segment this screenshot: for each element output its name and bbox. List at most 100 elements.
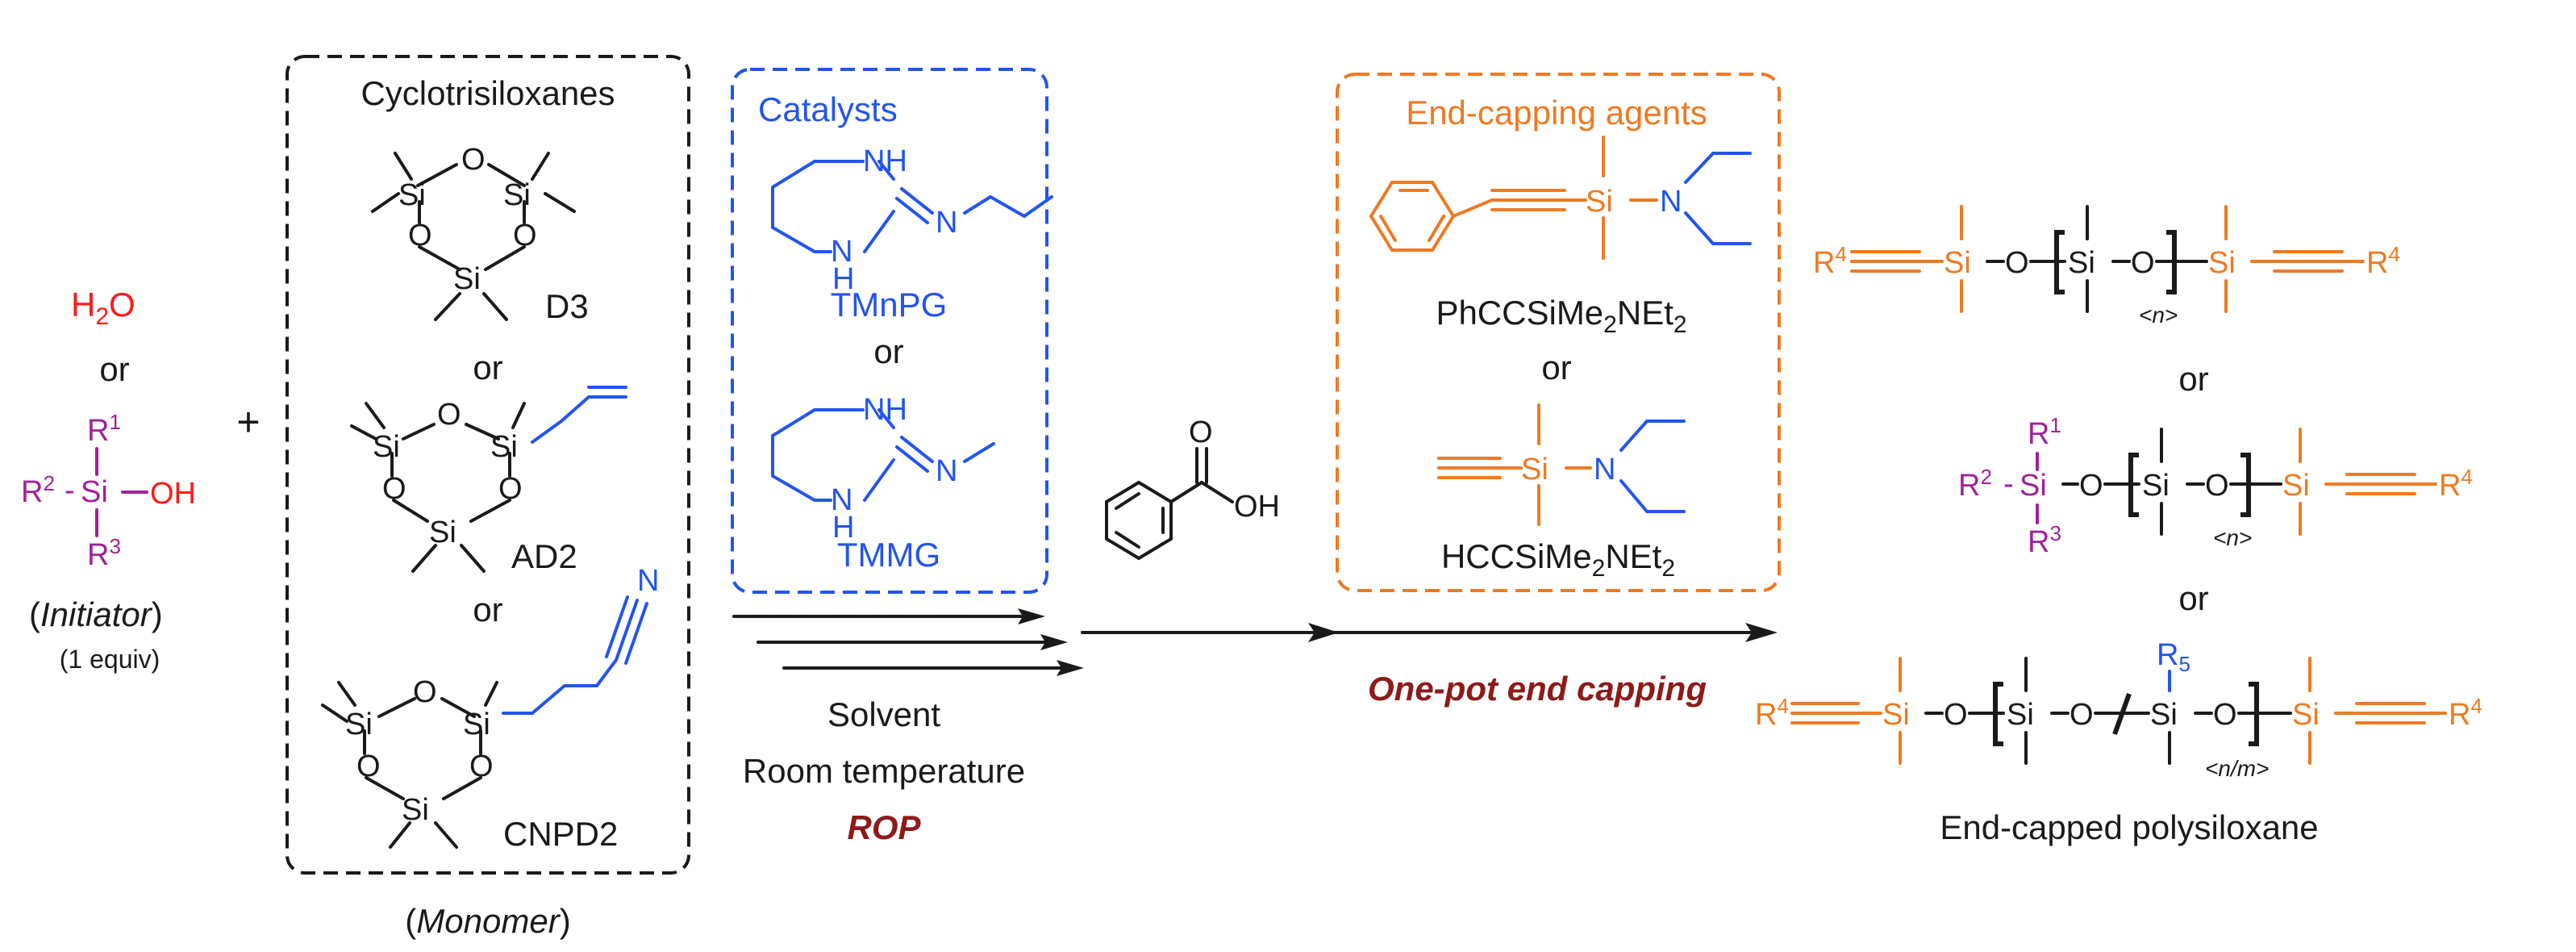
ad2-structure: Si O Si O O Si AD2 <box>350 386 627 575</box>
cnpd2-o-3: O <box>469 749 494 783</box>
ad2-si-1: Si <box>373 430 400 464</box>
catalyst-2-label: TMMG <box>837 536 940 574</box>
tmmg-n: N <box>936 454 957 488</box>
p2-si-mid: Si <box>2142 469 2170 503</box>
r3-label: R3 <box>87 534 121 572</box>
r1-label: R1 <box>87 410 121 448</box>
one-pot-label: One-pot end capping <box>1368 670 1707 708</box>
product-1-structure: R4 Si O Si O <n> Si R4 <box>1813 205 2400 328</box>
agent-2-n: N <box>1594 453 1615 486</box>
cnpd2-si-1: Si <box>345 708 373 741</box>
p3-o-1: O <box>1944 698 1968 732</box>
endcap-or: or <box>1541 349 1571 386</box>
p2-r4: R4 <box>2439 465 2473 503</box>
p1-si-mid: Si <box>2068 246 2095 280</box>
monomer-box <box>286 55 690 875</box>
agent-1-si: Si <box>1586 185 1613 219</box>
acid-oh: OH <box>1234 490 1280 524</box>
d3-si-1: Si <box>398 178 426 212</box>
p3-r4-left: R4 <box>1755 694 1789 732</box>
endcap-box <box>1336 73 1781 592</box>
ad2-o-2: O <box>382 472 406 506</box>
p3-r5: R5 <box>2157 638 2190 676</box>
p1-o-1: O <box>2005 246 2029 280</box>
acid-o: O <box>1189 415 1213 449</box>
p2-si-left: Si <box>2020 469 2047 503</box>
cnpd2-o-2: O <box>356 749 381 783</box>
d3-o-1: O <box>461 143 486 177</box>
r2-label: R2 <box>21 471 55 509</box>
ad2-si-2: Si <box>490 430 518 464</box>
agent-1-n: N <box>1660 185 1682 219</box>
endcap-box-title: End-capping agents <box>1406 94 1707 132</box>
dash-label: - <box>65 474 75 507</box>
p2-o-2: O <box>2205 469 2229 503</box>
si-atom: Si <box>81 475 108 509</box>
cnpd2-si-2: Si <box>463 708 490 741</box>
p1-o-2: O <box>2131 246 2155 280</box>
initiator-label: (Initiator) <box>29 595 163 633</box>
tmnpg-n: N <box>936 206 957 240</box>
catalyst-1-label: TMnPG <box>831 286 948 324</box>
or-label: or <box>99 350 129 388</box>
p2-r1: R1 <box>2028 413 2061 451</box>
endcap-agent-2-structure: Si N <box>1437 403 1686 526</box>
tmnpg-n-ring: N <box>831 235 852 269</box>
p3-si-left: Si <box>1882 698 1910 732</box>
p3-nm: <n/m> <box>2205 756 2269 781</box>
d3-structure: Si O Si O O Si D3 <box>371 143 589 325</box>
monomer-or-1: or <box>473 349 502 386</box>
tmmg-n-ring: N <box>831 483 852 517</box>
p1-r4-right: R4 <box>2366 242 2400 280</box>
endcap-agent-1-label: PhCCSiMe2NEt2 <box>1436 294 1686 338</box>
initiator-group: H2O or R1 R2 - Si OH R3 (Initiator) (1 e… <box>21 286 196 674</box>
p3-o-2: O <box>2070 698 2094 732</box>
p1-si-left: Si <box>1944 246 1971 280</box>
rop-label: ROP <box>847 808 921 846</box>
p3-si-mid-2: Si <box>2150 698 2178 732</box>
p1-r4-left: R4 <box>1813 242 1847 280</box>
tmmg-structure: NH N N H TMMG <box>771 393 995 574</box>
product-or-2: or <box>2178 579 2208 617</box>
endcap-agent-2-label: HCCSiMe2NEt2 <box>1441 537 1675 582</box>
cnpd2-o-1: O <box>413 675 437 709</box>
product-label: End-capped polysiloxane <box>1940 808 2318 846</box>
cnpd2-structure: N Si O Si O O Si CNPD2 <box>321 564 659 853</box>
temperature-label: Room temperature <box>743 752 1025 790</box>
cnpd2-n: N <box>637 564 659 598</box>
monomer-or-2: or <box>473 591 502 628</box>
cnpd2-label: CNPD2 <box>503 815 618 853</box>
tmmg-nh: NH <box>863 393 907 427</box>
p1-n: <n> <box>2139 303 2178 328</box>
cnpd2-si-3: Si <box>402 793 429 827</box>
p3-si-mid-1: Si <box>2007 698 2034 732</box>
p2-r3: R3 <box>2028 521 2061 559</box>
rop-arrows <box>732 608 1084 676</box>
p2-dash: - <box>2003 467 2014 501</box>
benzoic-acid-structure: O OH <box>1105 415 1280 561</box>
p2-r2: R2 <box>1958 465 1992 503</box>
ad2-label: AD2 <box>511 537 577 575</box>
equiv-label: (1 equiv) <box>60 645 160 674</box>
mid-arrow-head <box>1308 623 1339 642</box>
catalyst-or: or <box>873 332 903 370</box>
agent-2-si: Si <box>1521 453 1549 486</box>
d3-o-2: O <box>408 219 432 253</box>
d3-si-2: Si <box>503 178 531 212</box>
product-or-1: or <box>2178 360 2208 398</box>
ad2-si-3: Si <box>429 516 456 549</box>
catalyst-box-title: Catalysts <box>758 90 898 128</box>
main-arrow-head <box>1745 623 1778 642</box>
d3-label: D3 <box>545 287 589 325</box>
product-3-structure: R4 Si O Si O Si R5 O <n/m> Si <box>1755 638 2482 781</box>
plus-sign: + <box>236 399 260 445</box>
ad2-o-3: O <box>498 472 523 506</box>
oh-group: OH <box>150 477 196 511</box>
tmmg-h: H <box>832 511 854 545</box>
monomer-label: (Monomer) <box>405 902 570 940</box>
d3-si-3: Si <box>453 262 481 296</box>
solvent-label: Solvent <box>827 695 940 733</box>
p2-o-1: O <box>2079 469 2103 503</box>
monomer-box-title: Cyclotrisiloxanes <box>361 74 615 112</box>
